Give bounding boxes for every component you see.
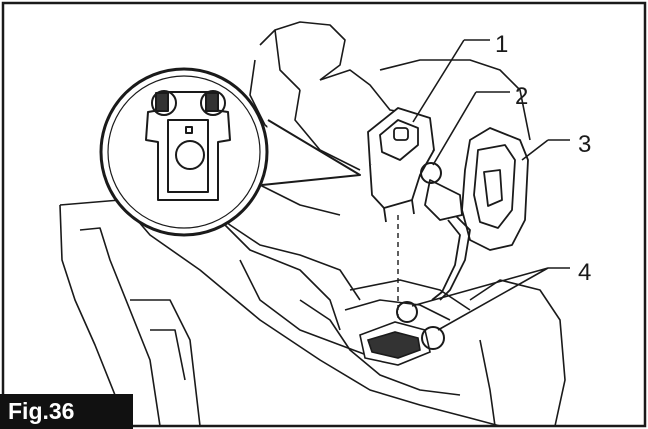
- leader-1: [412, 39, 490, 123]
- callout-1: 1: [495, 31, 508, 58]
- connector-component: [424, 127, 529, 301]
- leader-3: [521, 139, 570, 161]
- detail-circle-4b: [421, 326, 445, 350]
- figure-label: Fig.36: [0, 394, 133, 429]
- callout-2: 2: [515, 83, 528, 110]
- leader-2: [432, 91, 510, 166]
- detail-circle-4a: [396, 301, 418, 323]
- fuse-socket: [359, 321, 431, 366]
- leader-4: [411, 267, 570, 331]
- fuse-component: [367, 107, 435, 223]
- detail-circle-2: [420, 162, 442, 184]
- callout-3: 3: [578, 131, 591, 158]
- leader-lines: [411, 39, 570, 331]
- callout-4: 4: [578, 259, 591, 286]
- zoom-inset: [99, 67, 361, 237]
